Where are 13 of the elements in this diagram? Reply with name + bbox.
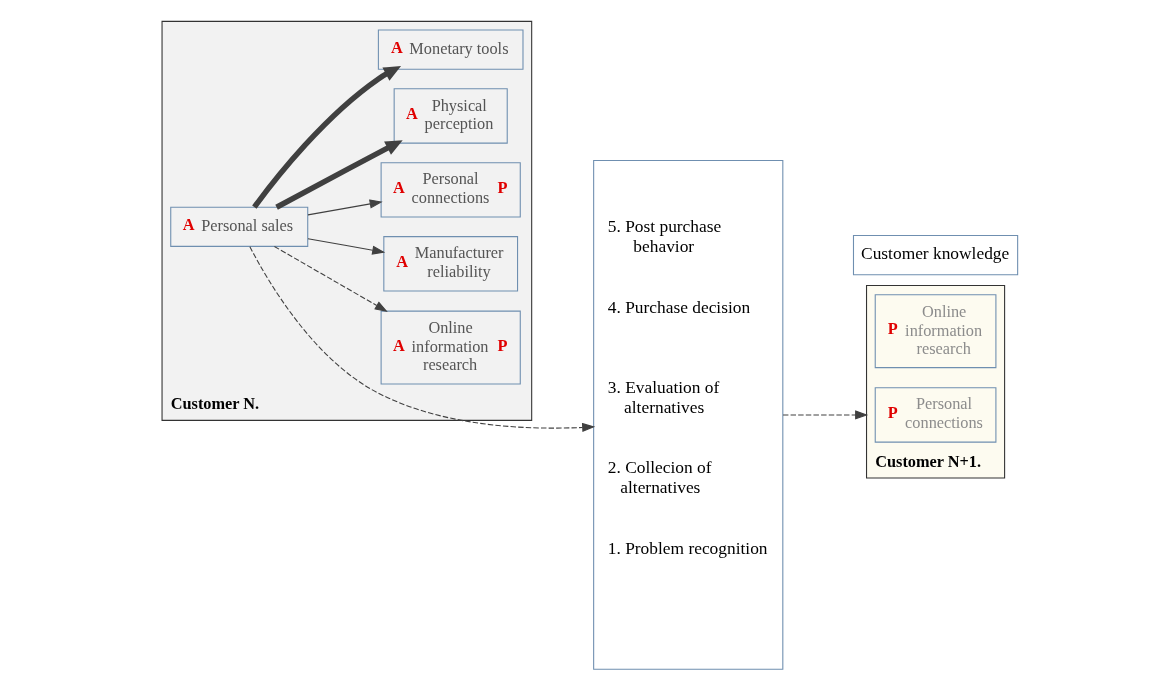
node-box: 5. Post purchase behavior 4. Purchase decision 3. Evaluation of alternatives 2. Collecion of alternatives 1. Problem recognition bbox=[593, 160, 784, 670]
node-box: A Monetary tools bbox=[377, 29, 524, 70]
node-box: Customer knowledge bbox=[852, 235, 1019, 276]
arrow bbox=[249, 246, 596, 433]
arrow bbox=[275, 140, 403, 210]
arrow bbox=[252, 66, 402, 209]
arrow bbox=[307, 199, 383, 216]
node-box: A Online information research P bbox=[380, 310, 521, 385]
node-box: A Personal sales bbox=[170, 206, 309, 247]
arrow bbox=[782, 410, 869, 420]
arrow bbox=[273, 245, 388, 312]
arrow bbox=[307, 238, 386, 255]
node-box: P Online information research bbox=[874, 294, 997, 369]
